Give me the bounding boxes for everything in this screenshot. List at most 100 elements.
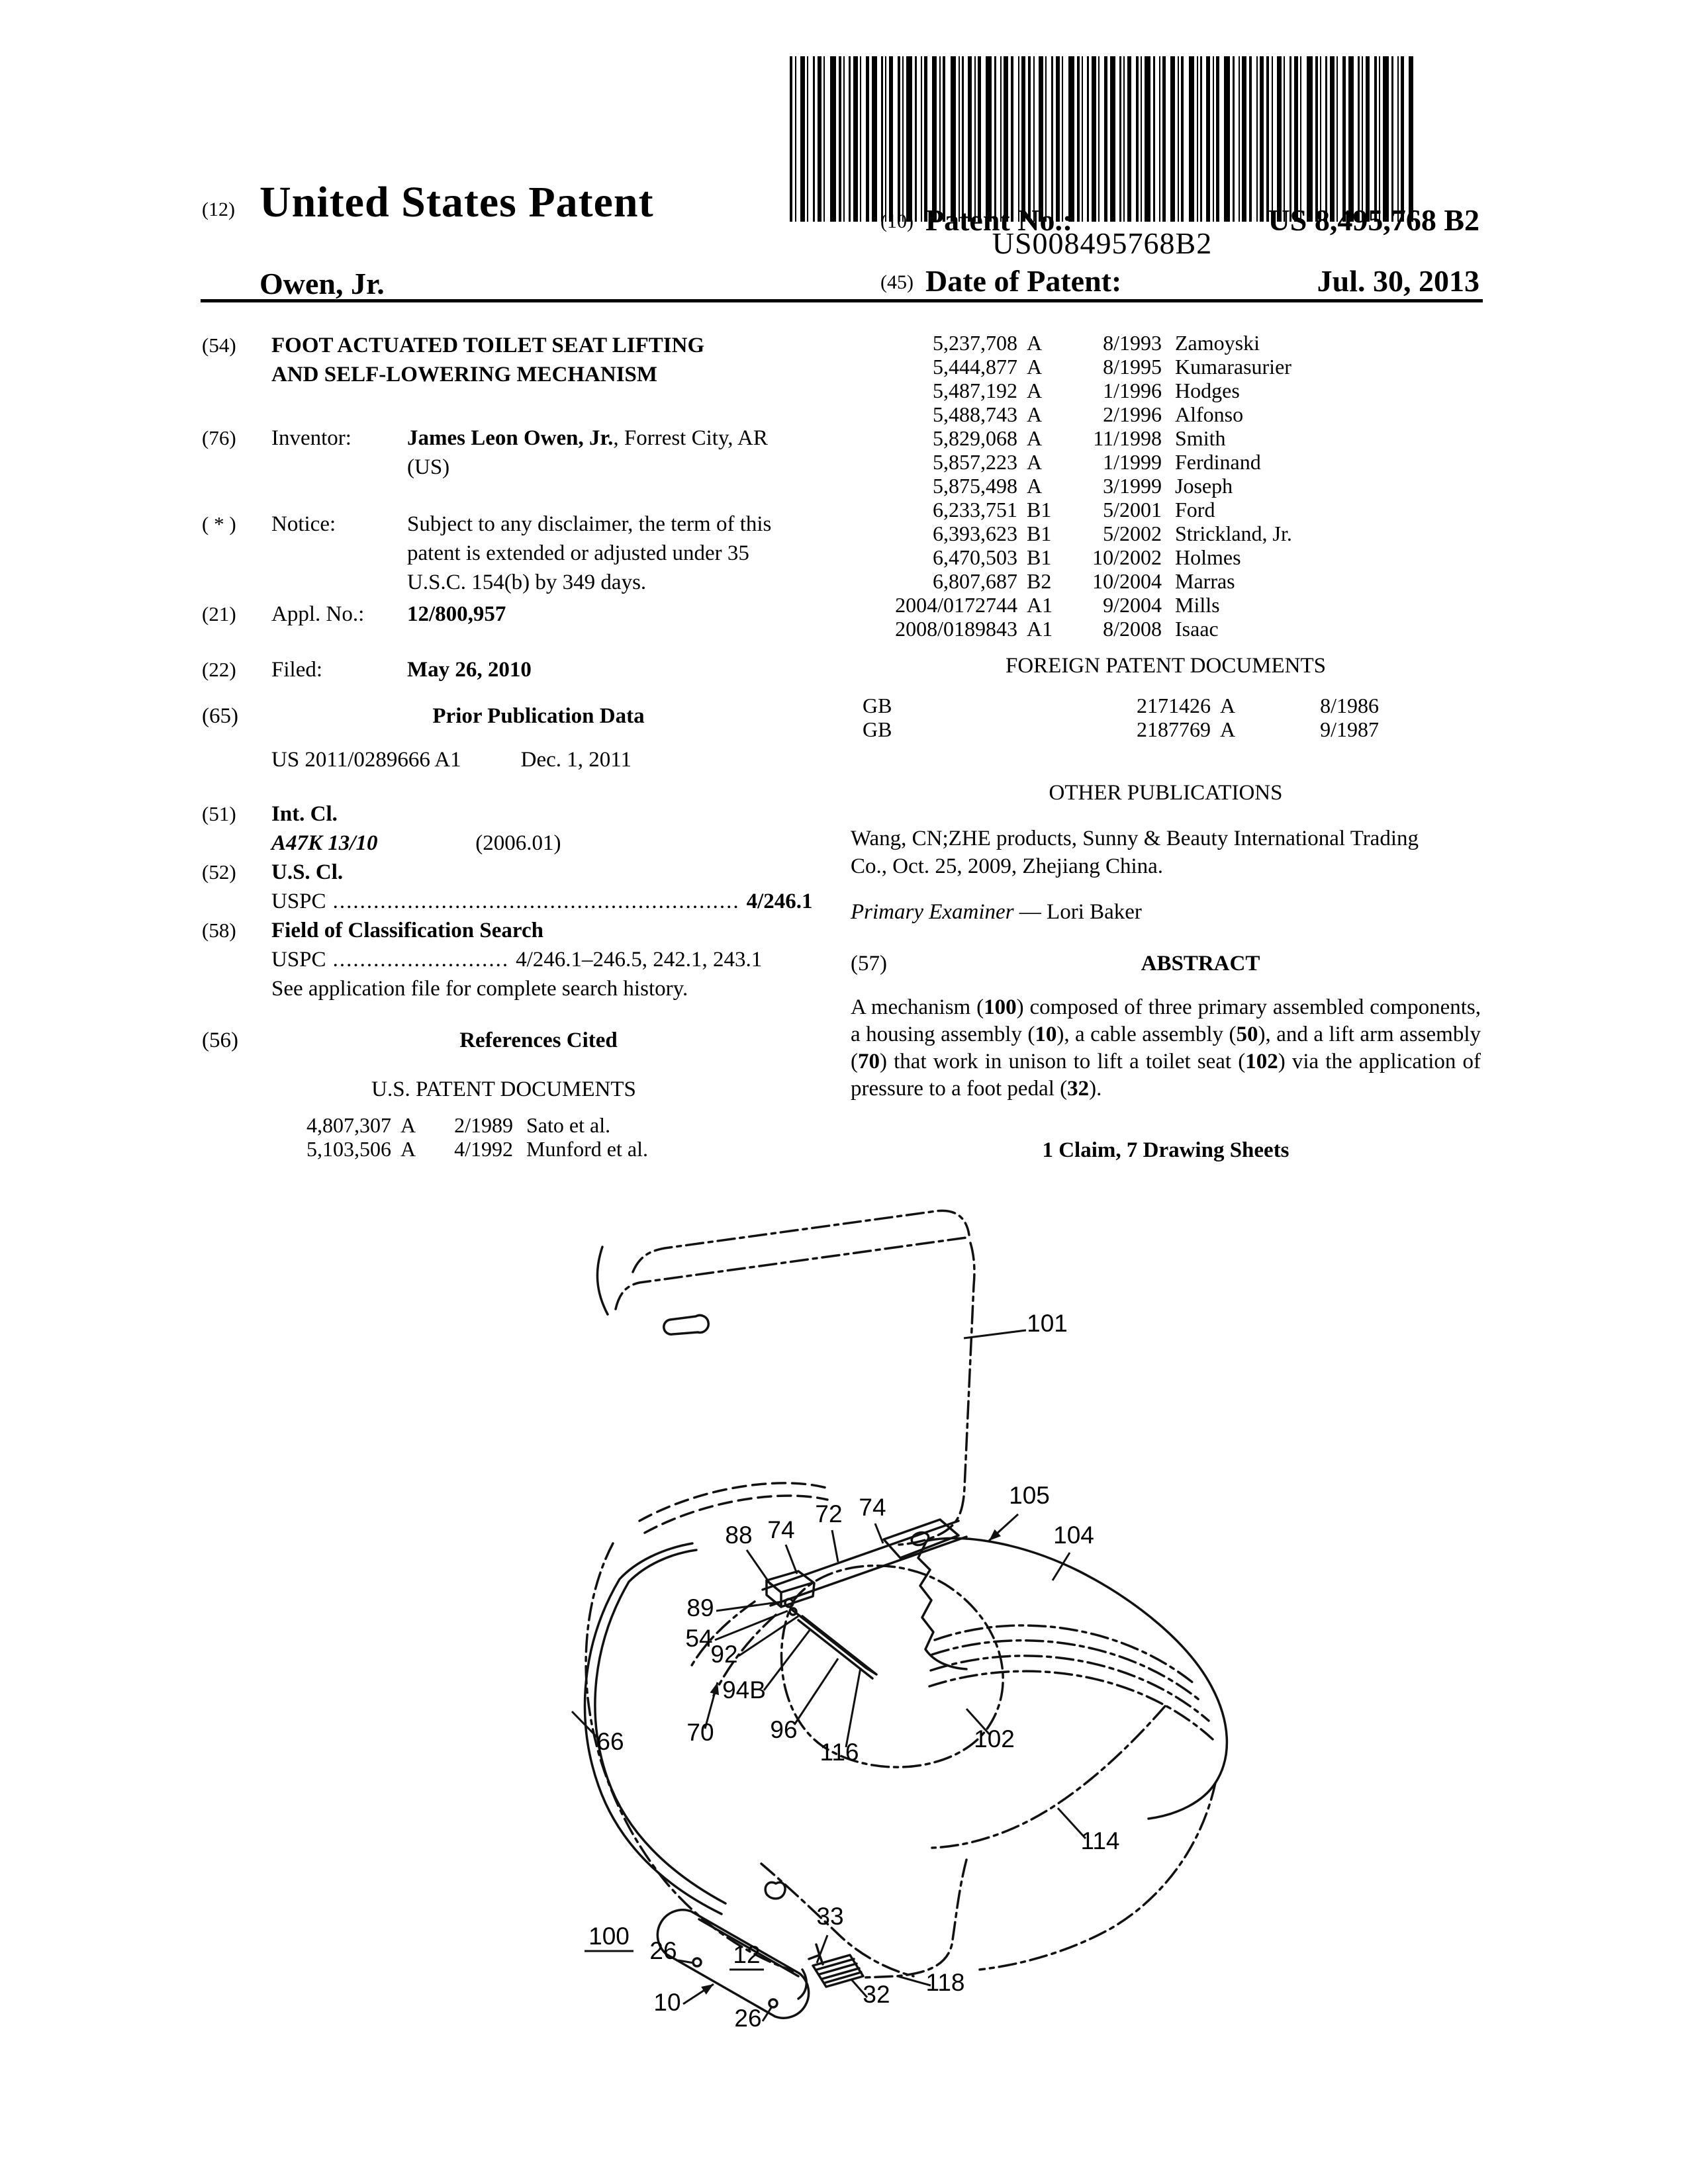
figure-ref-label: 96	[770, 1716, 797, 1743]
reference-row: 6,807,687 B2 10/2004 Marras	[933, 569, 1235, 593]
field-num: ( * )	[202, 512, 236, 535]
field-num: (76)	[202, 426, 236, 449]
figure-ref-label: 72	[815, 1500, 842, 1527]
field-num: (54)	[202, 334, 236, 357]
field-51-int-cl: (51) Int. Cl. A47K 13/10 (2006.01)	[202, 799, 806, 858]
reference-row: 5,857,223 A 1/1999 Ferdinand	[933, 450, 1261, 474]
search-classes: 4/246.1–246.5, 242.1, 243.1	[516, 948, 763, 972]
kind-code-12: (12)	[202, 199, 235, 220]
filed-value: May 26, 2010	[407, 658, 532, 682]
reference-row: 4,807,307 A 2/1989 Sato et al.	[306, 1113, 611, 1137]
figure-ref-label: 33	[816, 1903, 843, 1930]
field-num: (56)	[202, 1028, 238, 1052]
patent-number-row: (10) Patent No.: US 8,495,768 B2	[880, 203, 1479, 238]
reference-row: 5,875,498 A 3/1999 Joseph	[933, 474, 1233, 498]
patent-no-value: US 8,495,768 B2	[1268, 203, 1479, 237]
filed-label: Filed:	[271, 658, 323, 682]
reference-row: 5,103,506 A 4/1992 Munford et al.	[306, 1137, 648, 1161]
invention-title: FOOT ACTUATED TOILET SEAT LIFTING AND SE…	[271, 331, 806, 389]
figure-ref-label: 10	[653, 1989, 680, 2016]
abstract-header: (57) ABSTRACT	[851, 949, 1481, 978]
int-cl-code: A47K 13/10	[271, 831, 378, 855]
foreign-reference-row: GB 2171426 A 8/1986	[863, 694, 1379, 717]
us-refs-left: 4,807,307 A 2/1989 Sato et al. 5,103,506…	[258, 1113, 806, 1161]
field-21-appl-no: (21) Appl. No.: 12/800,957	[202, 600, 806, 629]
field-num: (51)	[202, 802, 236, 825]
abstract-heading: ABSTRACT	[1141, 952, 1260, 976]
prior-pub-heading: Prior Publication Data	[432, 704, 645, 728]
field-76-inventor: (76) Inventor: James Leon Owen, Jr., For…	[202, 424, 806, 482]
uspc-label: USPC	[271, 889, 326, 913]
reference-row: 5,487,192 A 1/1996 Hodges	[933, 379, 1240, 402]
reference-row: 5,829,068 A 11/1998 Smith	[933, 426, 1226, 450]
figure-ref-label: 92	[710, 1641, 737, 1668]
prior-pub-date: Dec. 1, 2011	[520, 748, 632, 772]
field-65-prior-pub: (65) Prior Publication Data US 2011/0289…	[202, 702, 806, 774]
claims-summary: 1 Claim, 7 Drawing Sheets	[1042, 1138, 1289, 1162]
field-56-references: (56) References Cited U.S. PATENT DOCUME…	[202, 1026, 806, 1161]
appl-no-label: Appl. No.:	[271, 602, 365, 626]
figure-ref-label: 114	[1081, 1827, 1120, 1854]
reference-row: 5,488,743 A 2/1996 Alfonso	[933, 402, 1244, 426]
foreign-refs: GB 2171426 A 8/1986 GB 2187769 A 9/1987	[863, 694, 1481, 741]
figure-ref-label: 26	[734, 2005, 761, 2032]
reference-row: 2004/0172744 A1 9/2004 Mills	[895, 593, 1220, 617]
inventor-label: Inventor:	[271, 426, 352, 450]
field-num-10: (10)	[880, 210, 914, 232]
field-num: (52)	[202, 860, 236, 884]
figure-ref-label: 74	[859, 1494, 886, 1521]
right-column: 5,237,708 A 8/1993 Zamoyski 5,444,877 A …	[851, 331, 1481, 1165]
title-line1: FOOT ACTUATED TOILET SEAT LIFTING	[271, 334, 705, 357]
figure-ref-label: 102	[974, 1725, 1015, 1752]
primary-examiner-line: Primary Examiner — Lori Baker	[851, 900, 1142, 924]
inventor-name: James Leon Owen, Jr., Forrest City, AR	[407, 426, 768, 450]
dot-leader: ..........................	[332, 948, 510, 972]
field-58-search: (58) Field of Classification Search USPC…	[202, 916, 806, 1003]
inventor-country: (US)	[407, 455, 450, 479]
us-cl-heading: U.S. Cl.	[271, 860, 344, 884]
reference-row: 6,233,751 B1 5/2001 Ford	[933, 498, 1215, 522]
other-pubs-text: Wang, CN;ZHE products, Sunny & Beauty In…	[851, 827, 1419, 878]
other-pubs-heading: OTHER PUBLICATIONS	[1049, 781, 1283, 805]
field-54-title: (54) FOOT ACTUATED TOILET SEAT LIFTING A…	[202, 331, 806, 389]
figure-ref-label: 74	[767, 1516, 794, 1543]
field-num-45: (45)	[880, 271, 914, 293]
foreign-docs-heading: FOREIGN PATENT DOCUMENTS	[1005, 654, 1327, 678]
uspc-value: 4/246.1	[746, 889, 813, 913]
reference-row: 2008/0189843 A1 8/2008 Isaac	[895, 617, 1219, 641]
figure-ref-label: 118	[926, 1969, 965, 1996]
figure-ref-label: 88	[725, 1522, 752, 1549]
left-column: (54) FOOT ACTUATED TOILET SEAT LIFTING A…	[202, 331, 812, 1161]
abstract-text: A mechanism (100) composed of three prim…	[851, 995, 1481, 1101]
figure-ref-label: 105	[1009, 1482, 1050, 1509]
inventor-short-name: Owen, Jr.	[259, 267, 385, 300]
figure-ref-label: 70	[686, 1719, 714, 1746]
reference-row: 5,444,877 A 8/1995 Kumarasurier	[933, 355, 1291, 379]
field-52-us-cl: (52) U.S. Cl. USPC .....................…	[202, 858, 812, 916]
date-of-patent-label: Date of Patent:	[925, 264, 1122, 298]
figure-ref-label: 94B	[722, 1676, 766, 1704]
page-title: United States Patent	[259, 178, 654, 226]
figure-ref-label: 104	[1053, 1522, 1094, 1549]
us-refs-right: 5,237,708 A 8/1993 Zamoyski 5,444,877 A …	[863, 331, 1481, 641]
figure-ref-label: 116	[820, 1739, 859, 1766]
barcode-icon	[790, 56, 1413, 222]
title-line2: AND SELF-LOWERING MECHANISM	[271, 363, 658, 387]
barcode-number: US008495768B2	[992, 226, 1213, 260]
figure-ref-label: 100	[588, 1923, 630, 1950]
figure-ref-label: 89	[686, 1594, 714, 1621]
references-heading: References Cited	[459, 1028, 618, 1052]
field-num-57: (57)	[851, 952, 887, 976]
dot-leader: ........................................…	[332, 889, 740, 913]
search-note: See application file for complete search…	[271, 977, 688, 1001]
barcode-block: US008495768B2	[784, 56, 1420, 268]
uspc-label: USPC	[271, 948, 326, 972]
reference-row: 5,237,708 A 8/1993 Zamoyski	[933, 331, 1260, 355]
int-cl-heading: Int. Cl.	[271, 802, 338, 826]
reference-row: 6,393,623 B1 5/2002 Strickland, Jr.	[933, 522, 1292, 545]
reference-row: 6,470,503 B1 10/2002 Holmes	[933, 545, 1241, 569]
figure-ref-label: 101	[1027, 1310, 1068, 1337]
field-22-filed: (22) Filed: May 26, 2010	[202, 655, 806, 684]
field-num: (21)	[202, 602, 236, 625]
